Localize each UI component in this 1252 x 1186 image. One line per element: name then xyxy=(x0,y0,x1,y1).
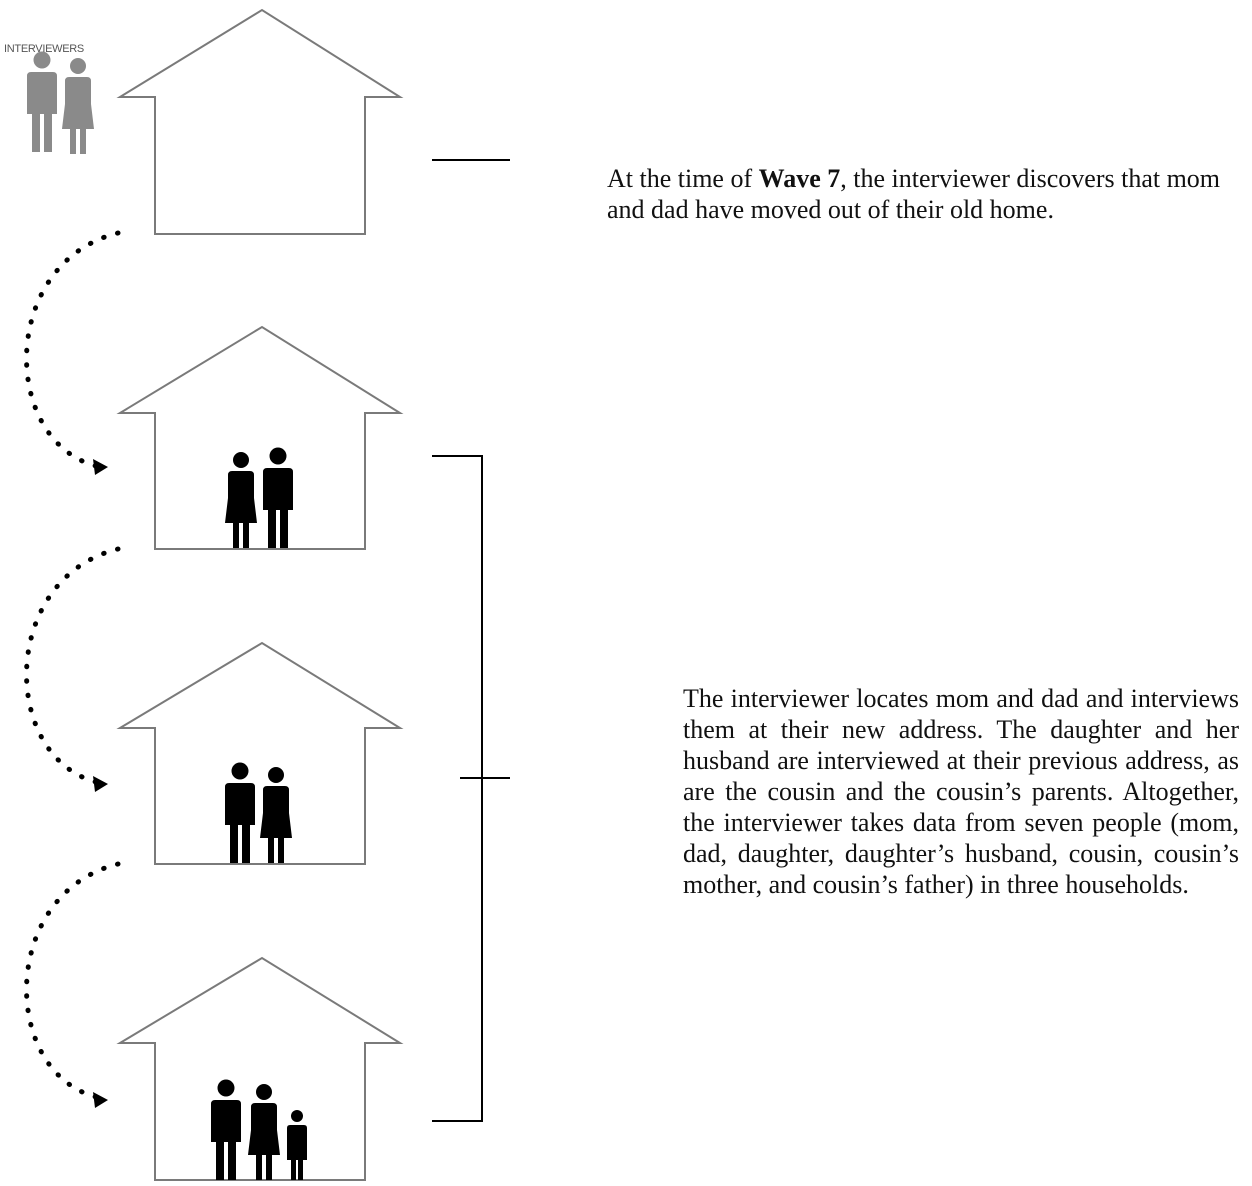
daughter-husband-house-icon xyxy=(116,641,404,865)
dotted-arrow-2 xyxy=(24,546,121,785)
wave7-description: At the time of Wave 7, the interviewer d… xyxy=(607,163,1247,225)
wave7-text-bold: Wave 7 xyxy=(758,164,841,193)
dotted-arrow-3 xyxy=(24,861,121,1100)
wave7-text-before: At the time of xyxy=(607,164,759,193)
arrowhead-2-icon xyxy=(93,776,108,792)
wave7-text-after: , the interviewer discovers that mom and… xyxy=(607,164,1221,224)
interviewers-label: INTERVIEWERS xyxy=(4,43,84,55)
daughter-husband-figures-icon xyxy=(225,762,292,863)
cousin-family-house-icon xyxy=(116,956,404,1181)
mom-dad-figures-icon xyxy=(225,447,293,548)
arrowhead-3-icon xyxy=(93,1092,108,1108)
outcome-description: The interviewer locates mom and dad and … xyxy=(683,684,1239,899)
households-bracket xyxy=(432,455,510,1122)
old-home-house-icon xyxy=(116,8,404,235)
mom-dad-new-home-house-icon xyxy=(116,325,404,550)
tracking-path-arrows xyxy=(24,230,121,1108)
interviewer-figures-icon xyxy=(27,51,94,154)
arrowhead-1-icon xyxy=(93,459,108,475)
cousin-family-figures-icon xyxy=(211,1079,307,1180)
dotted-arrow-1 xyxy=(24,230,121,469)
